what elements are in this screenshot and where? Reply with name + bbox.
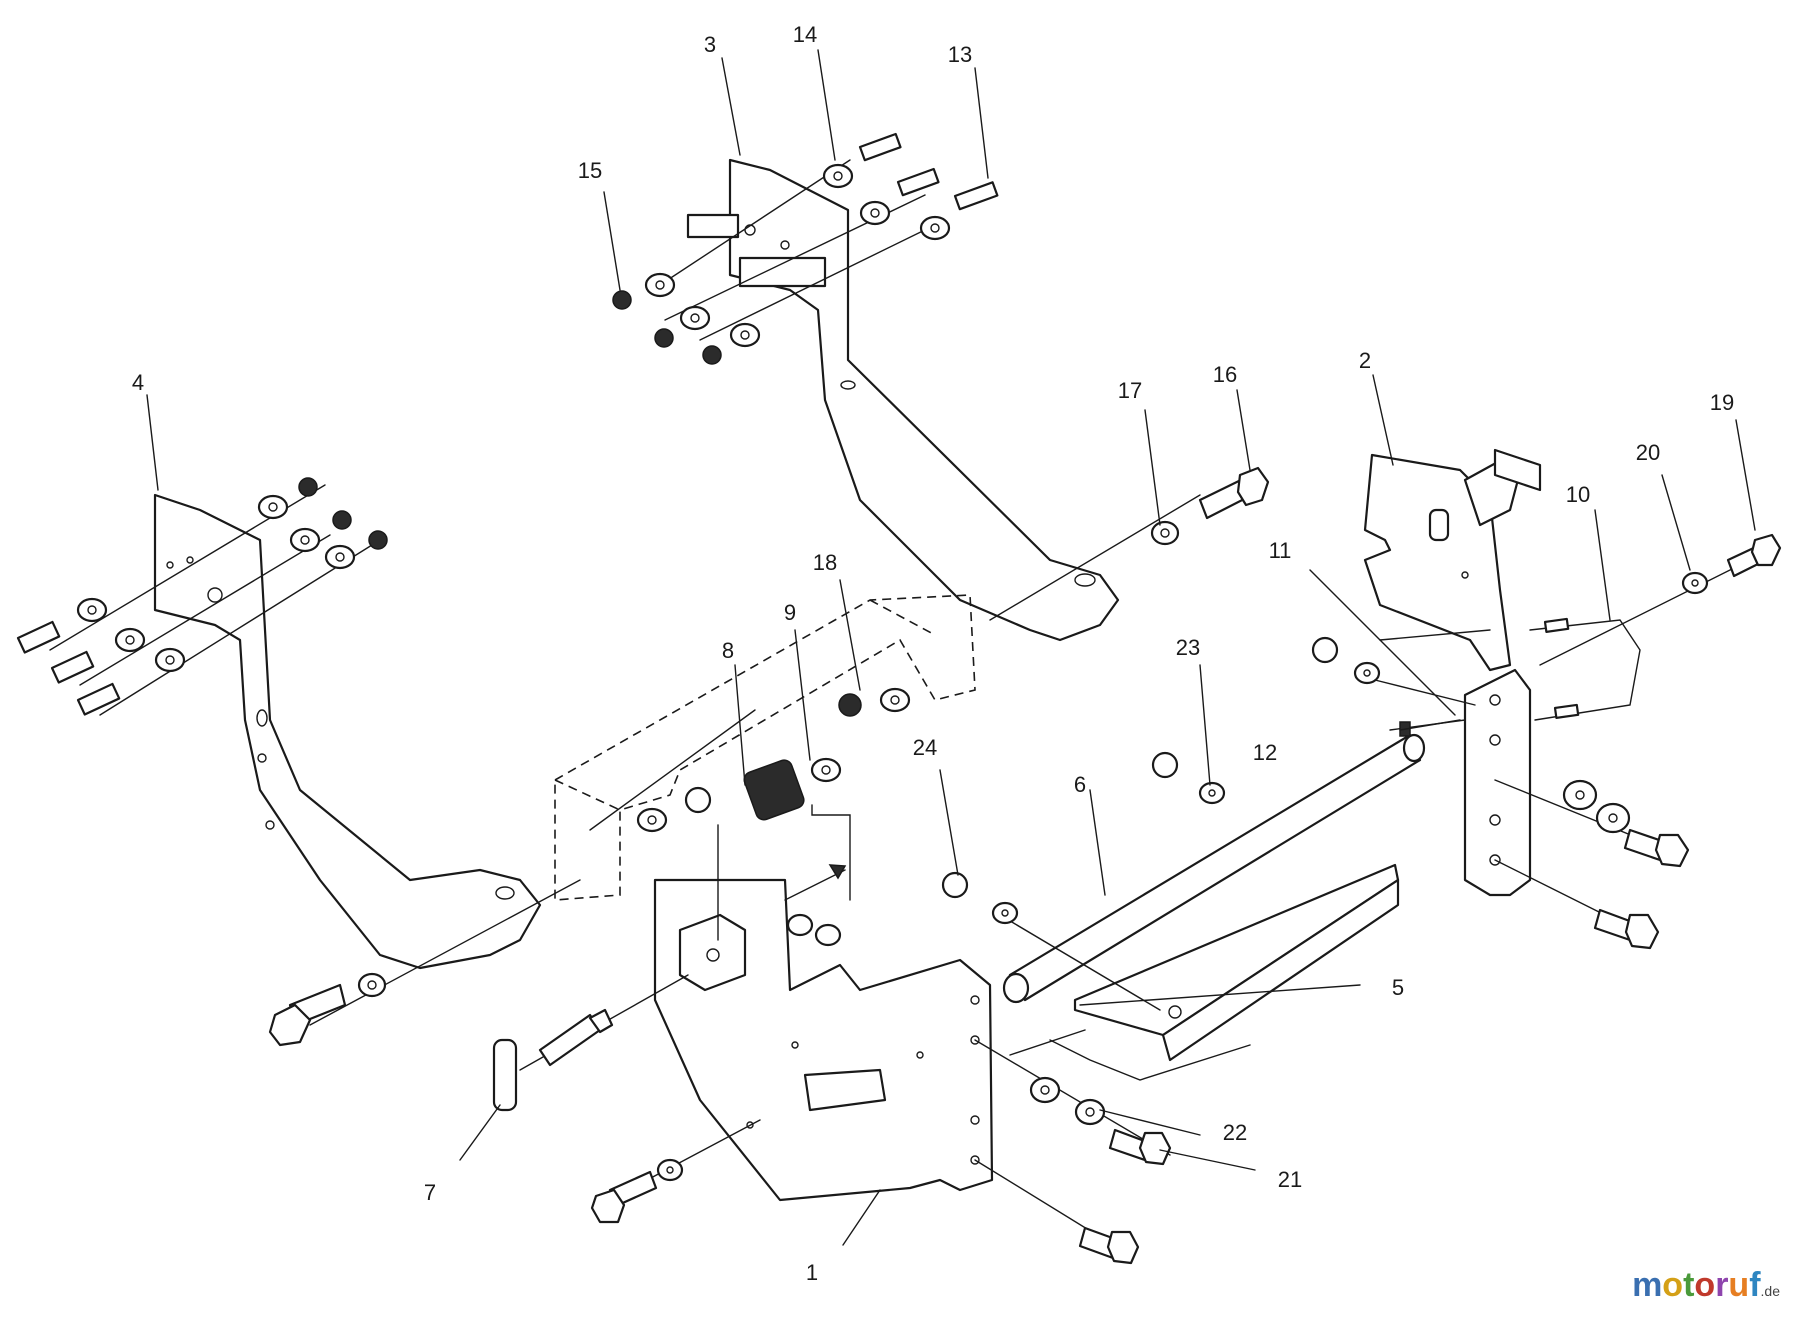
nuts-23-24 <box>941 751 1226 1011</box>
callout-1: 1 <box>806 1260 818 1285</box>
callout-19: 19 <box>1710 390 1734 415</box>
callout-4: 4 <box>132 370 144 395</box>
callout-24: 24 <box>913 735 937 760</box>
bolt-21-washer-22 <box>974 1039 1172 1265</box>
callout-5: 5 <box>1392 975 1404 1000</box>
callout-6: 6 <box>1074 772 1086 797</box>
cross-rod <box>1002 733 1426 1004</box>
bracket-fasteners-center <box>589 687 911 947</box>
callout-22: 22 <box>1223 1120 1247 1145</box>
spring-assembly <box>717 757 851 941</box>
watermark-letter: u <box>1728 1266 1750 1304</box>
callout-14: 14 <box>793 22 817 47</box>
callout-7: 7 <box>424 1180 436 1205</box>
callout-21: 21 <box>1278 1167 1302 1192</box>
main-bracket-left-bolt <box>590 1119 761 1224</box>
watermark-letter: m <box>1632 1266 1663 1304</box>
bolt-16-washer-17 <box>989 466 1270 621</box>
right-bracket <box>1363 448 1542 672</box>
bolt-19-washer-20 <box>1539 533 1782 666</box>
callout-17: 17 <box>1118 378 1142 403</box>
watermark-letter: o <box>1694 1266 1716 1304</box>
pedal-arm-upper <box>686 158 1120 642</box>
pin-and-pivot-bolt <box>492 974 689 1112</box>
pedal-upper-fasteners <box>612 132 999 365</box>
site-watermark-logo: motoruf.de <box>1632 1266 1780 1305</box>
callout-16: 16 <box>1213 362 1237 387</box>
callout-3: 3 <box>704 32 716 57</box>
leader-lines <box>146 49 1756 1246</box>
callout-9: 9 <box>784 600 796 625</box>
callout-20: 20 <box>1636 440 1660 465</box>
callout-23: 23 <box>1176 635 1200 660</box>
callout-12: 12 <box>1253 740 1277 765</box>
callout-2: 2 <box>1359 348 1371 373</box>
callout-15: 15 <box>578 158 602 183</box>
callout-13: 13 <box>948 42 972 67</box>
right-plate-fasteners <box>1494 779 1690 950</box>
callout-11: 11 <box>1269 538 1292 563</box>
main-bracket <box>653 878 994 1202</box>
pedal-left-pivot-bolt <box>268 879 581 1047</box>
callout-18: 18 <box>813 550 837 575</box>
callout-10: 10 <box>1566 482 1590 507</box>
callout-labels: 1 2 3 4 5 6 7 8 9 10 11 12 13 14 15 16 1… <box>132 22 1734 1285</box>
callout-8: 8 <box>722 638 734 663</box>
watermark-suffix: .de <box>1760 1283 1780 1299</box>
watermark-letter: f <box>1749 1266 1761 1304</box>
pedal-arm-left <box>153 493 542 970</box>
pedal-left-fasteners <box>16 477 388 716</box>
watermark-letter: o <box>1662 1266 1684 1304</box>
watermark-letter: t <box>1683 1266 1695 1304</box>
watermark-letter: r <box>1715 1266 1729 1304</box>
right-lower-plate <box>1463 668 1532 897</box>
ghost-bracket-dashed <box>554 594 976 901</box>
support-plate <box>1009 863 1400 1081</box>
